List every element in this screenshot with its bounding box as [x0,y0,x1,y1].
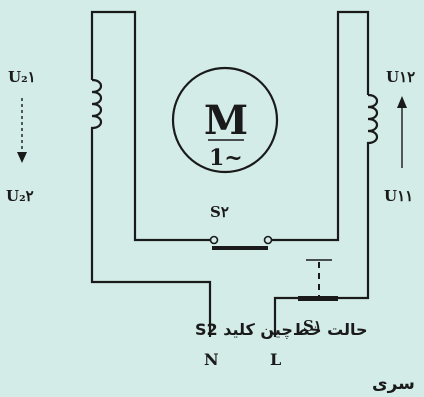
terminal-l-label: L [270,350,281,369]
s2-contact-left [209,235,219,245]
motor-label: M [204,97,248,144]
right-coil [366,93,379,145]
s1-switch-bar [298,296,338,301]
s2-switch-bar [212,246,268,250]
left-coil-top-label: U₂١ [8,68,36,86]
right-coil-bottom-label: U١١ [384,187,413,205]
s2-mode-caption: حالت خط‌چین کلید S2 [195,320,368,340]
left-coil [90,78,103,130]
left-wire-top [90,10,212,242]
motor-circle [171,66,279,174]
connection-caption: سری [372,374,415,394]
right-coil-top-label: U١٢ [386,68,415,86]
right-wire-bottom [336,145,370,300]
left-wire-bottom [90,130,212,337]
motor-phase-symbol: 1~ [209,145,243,171]
switch-s2-label: S٢ [210,203,229,221]
switch-s1-label: S١ [303,317,322,335]
s2-contact-right [263,235,273,245]
l-terminal-wire [273,296,300,337]
left-arrow-head-icon [17,152,27,163]
right-wire-top [270,10,370,242]
left-coil-bottom-label: U₂٢ [6,187,34,205]
terminal-n-label: N [204,350,219,369]
right-arrow-head-icon [397,96,407,108]
